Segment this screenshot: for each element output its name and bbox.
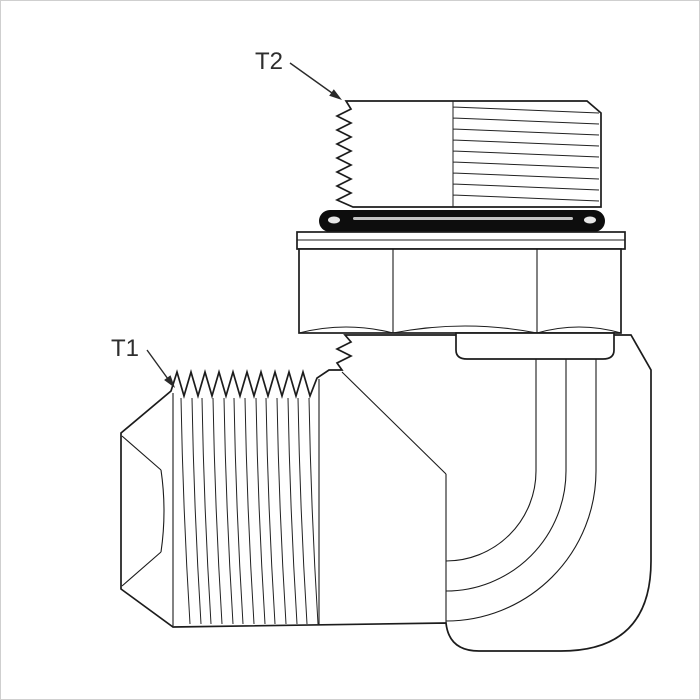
- heel-contour-curves: [445, 359, 597, 622]
- o-ring-highlight-right: [584, 216, 596, 224]
- t1-thread-crest-lines: [180, 397, 319, 625]
- t1-callout: T1: [111, 335, 175, 388]
- o-ring-highlight-mid: [353, 217, 573, 220]
- t2-thread-crest-lines: [452, 101, 600, 207]
- t2-arrowhead-icon: [329, 89, 342, 100]
- jam-nut: [298, 248, 622, 334]
- t1-leader-line: [146, 349, 169, 380]
- body-outline: [120, 334, 652, 652]
- t2-label: T2: [255, 48, 283, 75]
- o-ring-band: [319, 210, 605, 232]
- t2-leader-line: [289, 62, 333, 94]
- flare-cone-lines: [121, 435, 165, 587]
- elbow-body: [120, 334, 652, 652]
- t1-label: T1: [111, 335, 139, 362]
- nut-collar: [455, 332, 615, 360]
- backup-washer: [296, 231, 626, 250]
- o-ring-highlight-left: [328, 216, 340, 224]
- t2-male-stud: [334, 100, 602, 208]
- t2-stud-outline: [334, 100, 602, 208]
- corner-chamfer-line: [341, 371, 447, 475]
- t2-callout: T2: [255, 48, 342, 100]
- nut-chamfer-arcs: [298, 325, 622, 334]
- t1-arrowhead-icon: [164, 375, 175, 388]
- o-ring: [319, 210, 605, 232]
- nut-hex-flat-lines: [392, 249, 538, 333]
- nut-outline: [298, 248, 622, 334]
